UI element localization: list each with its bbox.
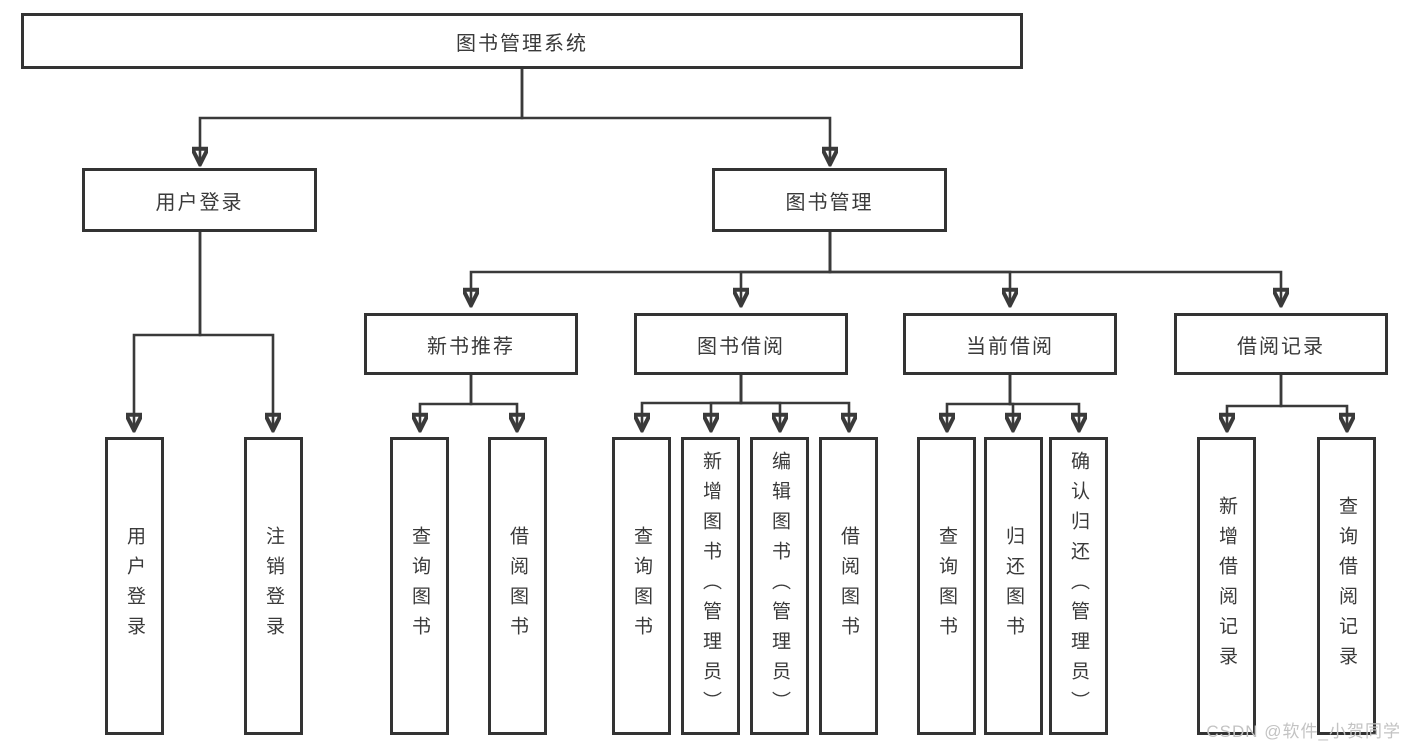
leaf-label: 查询图书 <box>631 526 652 646</box>
node-leaf-confirm-return-admin: 确认归还（管理员） <box>1049 437 1108 735</box>
node-leaf-borrow-books: 借阅图书 <box>819 437 878 735</box>
leaf-label: 注销登录 <box>263 526 284 646</box>
node-book-management: 图书管理 <box>712 168 947 232</box>
node-current-borrowing: 当前借阅 <box>903 313 1117 375</box>
node-leaf-query-books-current: 查询图书 <box>917 437 976 735</box>
node-leaf-logout: 注销登录 <box>244 437 303 735</box>
node-leaf-add-books-admin: 新增图书（管理员） <box>681 437 740 735</box>
node-leaf-query-books-recommend: 查询图书 <box>390 437 449 735</box>
leaf-label: 借阅图书 <box>838 526 859 646</box>
leaf-label: 新增图书（管理员） <box>700 451 721 721</box>
leaf-label: 确认归还（管理员） <box>1068 451 1089 721</box>
leaf-label: 借阅图书 <box>507 526 528 646</box>
node-leaf-add-borrow-record: 新增借阅记录 <box>1197 437 1256 735</box>
leaf-label: 归还图书 <box>1003 526 1024 646</box>
node-book-borrowing: 图书借阅 <box>634 313 848 375</box>
node-leaf-borrow-books-recommend: 借阅图书 <box>488 437 547 735</box>
node-borrowing-records: 借阅记录 <box>1174 313 1388 375</box>
watermark-text: CSDN @软件_小贺同学 <box>1206 722 1401 741</box>
leaf-label: 编辑图书（管理员） <box>769 451 790 721</box>
node-user-login: 用户登录 <box>82 168 317 232</box>
leaf-label: 用户登录 <box>124 526 145 646</box>
node-leaf-user-login: 用户登录 <box>105 437 164 735</box>
leaf-label: 查询图书 <box>409 526 430 646</box>
node-new-book-recommend: 新书推荐 <box>364 313 578 375</box>
leaf-label: 查询图书 <box>936 526 957 646</box>
leaf-label: 查询借阅记录 <box>1336 496 1357 676</box>
node-leaf-query-borrow-record: 查询借阅记录 <box>1317 437 1376 735</box>
leaf-label: 新增借阅记录 <box>1216 496 1237 676</box>
node-leaf-edit-books-admin: 编辑图书（管理员） <box>750 437 809 735</box>
node-leaf-query-books-borrow: 查询图书 <box>612 437 671 735</box>
node-leaf-return-books: 归还图书 <box>984 437 1043 735</box>
node-library-management-system: 图书管理系统 <box>21 13 1023 69</box>
